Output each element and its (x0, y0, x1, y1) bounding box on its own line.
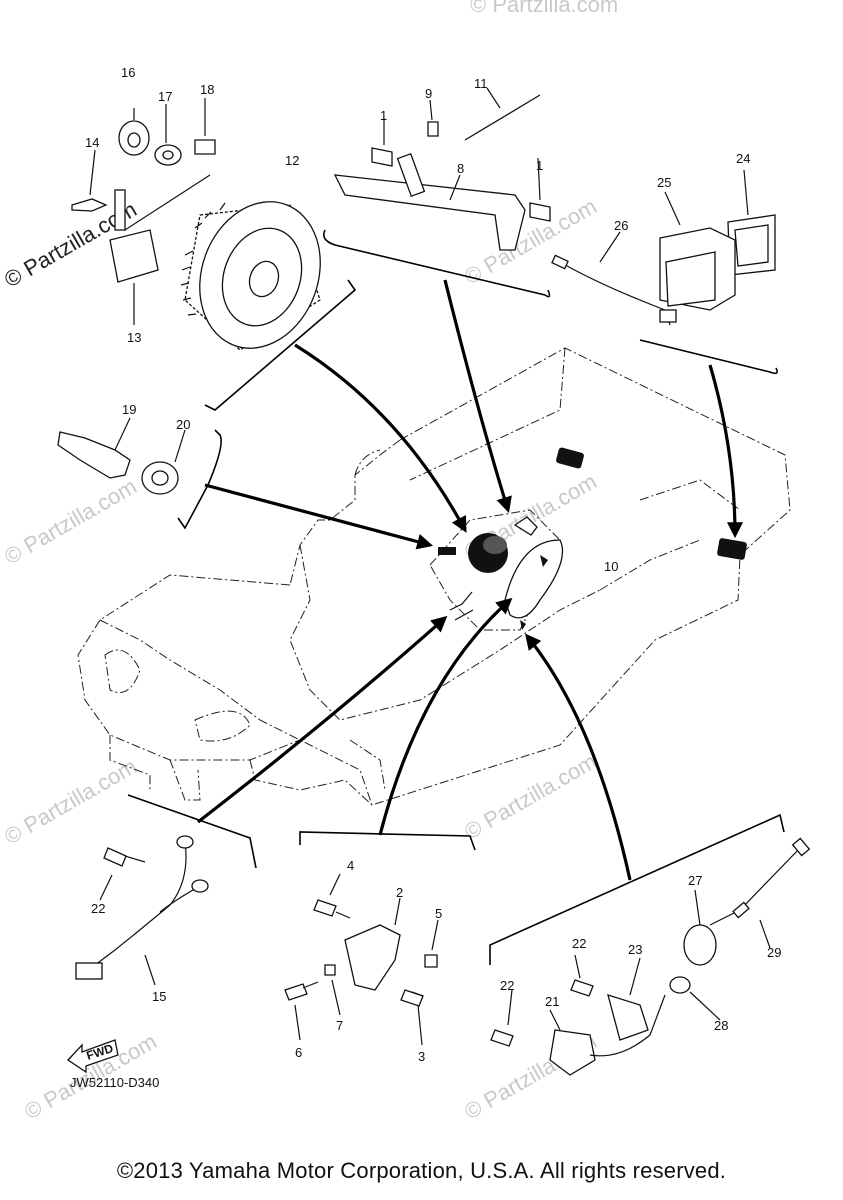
callout-1: 1 (380, 108, 387, 123)
vehicle-outline (77, 347, 791, 806)
callout-28: 28 (714, 1018, 728, 1033)
callout-12: 12 (285, 153, 299, 168)
callout-6: 6 (295, 1045, 302, 1060)
callout-26: 26 (614, 218, 628, 233)
callout-21: 21 (545, 994, 559, 1009)
svg-text:© Partzilla.com: © Partzilla.com (0, 754, 141, 850)
callout-1: 1 (536, 158, 543, 173)
pickup-coil-group (71, 98, 216, 325)
relay-connector-group (551, 169, 776, 326)
callout-22: 22 (500, 978, 514, 993)
callout-22: 22 (91, 901, 105, 916)
callout-27: 27 (688, 873, 702, 888)
callout-19: 19 (122, 402, 136, 417)
callout-7: 7 (336, 1018, 343, 1033)
arrows (197, 279, 743, 881)
callout-4: 4 (347, 858, 354, 873)
callout-17: 17 (158, 89, 172, 104)
diagram-code: JW52110-D340 (70, 1075, 159, 1090)
engine-assembly-center (429, 447, 747, 631)
ground-harness-group (75, 835, 209, 986)
callout-25: 25 (657, 175, 671, 190)
bracket-group (333, 87, 551, 251)
copyright-notice: ©2013 Yamaha Motor Corporation, U.S.A. A… (116, 1158, 727, 1183)
callout-14: 14 (85, 135, 99, 150)
callout-3: 3 (418, 1049, 425, 1064)
speed-sensor-group (490, 837, 811, 1076)
stay-bracket-group (284, 873, 439, 1046)
group-brackets (127, 229, 785, 965)
flywheel-rotor (180, 201, 321, 351)
svg-text:© Partzilla.com: © Partzilla.com (470, 0, 618, 17)
callout-13: 13 (127, 330, 141, 345)
svg-text:© Partzilla.com: © Partzilla.com (0, 474, 141, 570)
callout-5: 5 (435, 906, 442, 921)
callout-23: 23 (628, 942, 642, 957)
callout-29: 29 (767, 945, 781, 960)
callout-2: 2 (396, 885, 403, 900)
callout-22: 22 (572, 936, 586, 951)
callout-labels: 1 1 2 3 4 5 6 7 8 9 10 11 12 13 14 15 16… (85, 65, 781, 1064)
callout-24: 24 (736, 151, 750, 166)
callout-15: 15 (152, 989, 166, 1004)
callout-10: 10 (604, 559, 618, 574)
sensor-plug-group (57, 417, 186, 495)
callout-20: 20 (176, 417, 190, 432)
callout-11: 11 (474, 76, 488, 91)
callout-8: 8 (457, 161, 464, 176)
callout-9: 9 (425, 86, 432, 101)
callout-18: 18 (200, 82, 214, 97)
fwd-arrow-icon: FWD (67, 1039, 119, 1074)
callout-16: 16 (121, 65, 135, 80)
svg-text:© Partzilla.com: © Partzilla.com (460, 749, 601, 845)
